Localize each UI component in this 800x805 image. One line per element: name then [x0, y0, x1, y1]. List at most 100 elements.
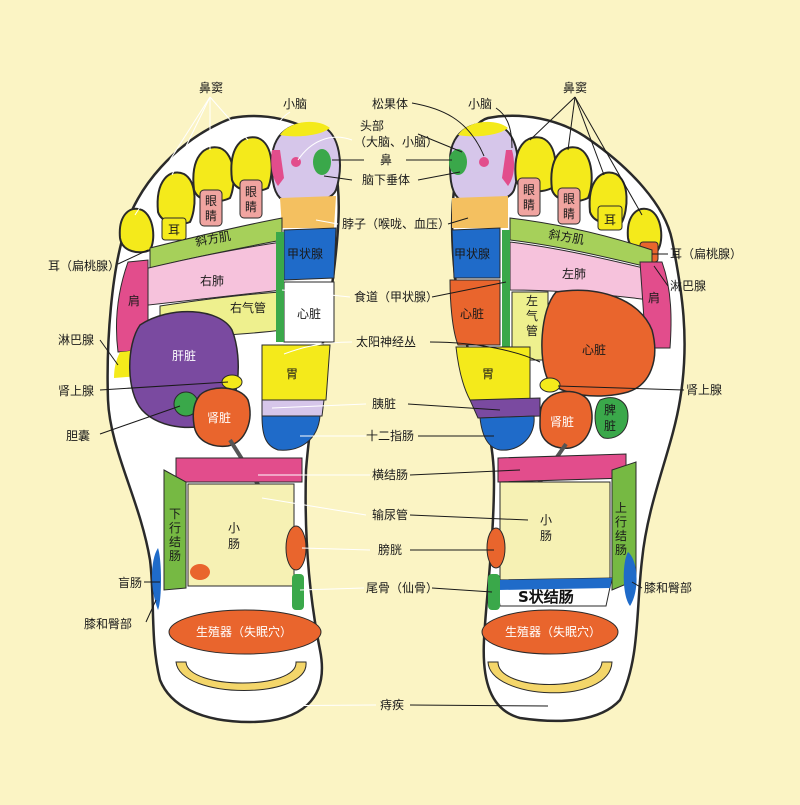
left-liver-label: 肝脏 [172, 348, 196, 363]
transverse-colon-label: 横结肠 [372, 468, 408, 482]
right-ear-label: 耳 [604, 213, 616, 227]
coccyx-label: 尾骨（仙骨） [366, 581, 438, 595]
left-descending-colon-label-a: 下 [169, 507, 181, 521]
pituitary-label: 脑下垂体 [362, 173, 410, 187]
right-transverse-colon-zone [497, 453, 627, 483]
right-stomach-label: 胃 [482, 367, 494, 381]
right-coccyx-zone [488, 574, 500, 610]
left-coccyx-zone [292, 574, 304, 610]
left-bronchus-label: 右气管 [230, 300, 266, 315]
left-esophagus-zone [276, 232, 284, 342]
right-ascending-colon-label-a: 上 [615, 501, 627, 515]
left-small-intestine-label-a: 小 [228, 521, 240, 535]
left-genital-zone [168, 609, 322, 655]
left-nose-zone [271, 150, 284, 186]
left-lymph-label: 淋巴腺 [58, 333, 94, 347]
left-cecum-zone [190, 564, 210, 580]
center-labels: 松果体 头部 （大脑、小脑） 鼻 脑下垂体 脖子（喉咙、血压） 食道（甲状腺） … [342, 97, 450, 712]
right-foot: 耳 眼 睛 眼 睛 斜方肌 左肺 左 气 管 肩 甲状腺 心脏 心脏 胃 肾脏 … [448, 114, 686, 723]
left-descending-colon-label-d: 肠 [169, 549, 181, 563]
left-thyroid-label: 甲状腺 [287, 247, 323, 261]
right-nose-zone [502, 150, 515, 186]
left-adrenal-label: 肾上腺 [58, 384, 94, 398]
right-knee-hip-zone [623, 552, 637, 606]
right-kidney-zone [539, 390, 593, 449]
solar-plexus-label: 太阳神经丛 [356, 334, 416, 349]
head-label: 头部 [360, 118, 384, 133]
right-thyroid-label: 甲状腺 [454, 247, 490, 261]
right-bronchus-label-c: 管 [526, 323, 538, 338]
right-small-intestine-label-b: 肠 [540, 529, 552, 543]
left-descending-colon-label-c: 结 [169, 535, 181, 549]
right-lung-label: 左肺 [562, 266, 586, 281]
right-heart-big-label: 心脏 [582, 342, 606, 357]
left-gallbladder-label: 胆囊 [66, 428, 90, 443]
right-spleen-label-b: 脏 [604, 418, 616, 433]
duodenum-label: 十二指肠 [366, 428, 414, 443]
left-duodenum-zone [261, 415, 321, 451]
right-sinus-label: 鼻窦 [563, 80, 587, 95]
outer-labels: 鼻窦 小脑 鼻窦 小脑 耳（扁桃腺） 淋巴腺 肾上腺 胆囊 盲肠 膝和臀部 耳（… [48, 80, 742, 631]
right-eye-label-1b: 睛 [523, 198, 535, 212]
right-thyroid-zone [451, 227, 501, 279]
left-foot: 耳 眼 睛 眼 睛 斜方肌 右肺 右气管 肩 甲状腺 心脏 肝脏 胃 肾脏 小 … [106, 114, 341, 724]
right-knee-hip-label: 膝和臀部 [644, 580, 692, 595]
right-ascending-colon-label-b: 行 [615, 515, 627, 529]
left-cecum-label: 盲肠 [118, 575, 142, 590]
left-descending-colon-zone [163, 469, 187, 591]
neck-label: 脖子（喉咙、血压） [342, 217, 450, 231]
left-neck-zone [280, 196, 336, 228]
left-eye-label-2a: 眼 [245, 185, 257, 199]
right-bronchus-label-b: 气 [526, 308, 538, 323]
right-duodenum-zone [479, 415, 535, 451]
left-trapezius-label: 斜方肌 [194, 228, 232, 249]
left-kidney-label: 肾脏 [207, 410, 231, 425]
right-heart-small-zone [449, 279, 501, 346]
right-kidney-label: 肾脏 [550, 414, 574, 429]
right-ascending-colon-label-c: 结 [615, 529, 627, 543]
right-s-colon-blue [498, 578, 612, 590]
pancreas-label: 胰脏 [372, 396, 396, 411]
right-shoulder-label: 肩 [648, 290, 660, 305]
right-cerebellum-label: 小脑 [468, 97, 492, 111]
bladder-label: 膀胱 [378, 542, 402, 557]
right-spleen-label-a: 脾 [604, 402, 616, 417]
left-hemorrhoid-zone [175, 661, 307, 691]
left-shoulder-label: 肩 [128, 293, 140, 308]
left-pancreas-zone [261, 399, 325, 417]
left-knee-hip-zone [152, 548, 161, 610]
left-eye-label-1b: 睛 [205, 209, 217, 223]
left-toe-4 [156, 171, 196, 225]
right-adrenal-label: 肾上腺 [686, 383, 722, 397]
right-heart-small-label: 心脏 [460, 306, 484, 321]
esophagus-label: 食道（甲状腺） [354, 289, 438, 304]
right-heart-big-zone [541, 289, 656, 397]
right-hemorrhoid-zone [487, 661, 613, 694]
left-toe-small [118, 207, 155, 254]
right-ear-tonsil-label: 耳（扁桃腺） [670, 246, 742, 261]
left-pituitary-zone [313, 149, 331, 175]
left-cerebellum-label: 小脑 [283, 97, 307, 111]
head-sub-label: （大脑、小脑） [354, 135, 438, 149]
left-sinus-label: 鼻窦 [199, 80, 223, 95]
left-ear-tonsil-label: 耳（扁桃腺） [48, 258, 120, 273]
right-eye-label-1a: 眼 [523, 183, 535, 197]
leader-lines [99, 96, 685, 707]
right-pancreas-zone [469, 397, 541, 419]
left-knee-hip-label: 膝和臀部 [84, 616, 132, 631]
left-transverse-colon-zone [175, 457, 303, 483]
left-heart-label: 心脏 [297, 306, 321, 321]
right-esophagus-zone [502, 230, 510, 350]
left-genital-label: 生殖器（失眠穴） [196, 624, 292, 639]
left-eye-zone-2 [239, 179, 263, 219]
right-bronchus-label-a: 左 [526, 293, 538, 308]
right-ear-zone [597, 205, 623, 231]
left-eye-label-1a: 眼 [205, 194, 217, 208]
left-eye-zone-1 [199, 189, 223, 227]
right-small-intestine-label-a: 小 [540, 513, 552, 527]
ureter-label: 输尿管 [372, 507, 408, 522]
left-lung-label: 右肺 [200, 273, 224, 288]
left-stomach-zone [261, 344, 331, 401]
left-descending-colon-label-b: 行 [169, 521, 181, 535]
